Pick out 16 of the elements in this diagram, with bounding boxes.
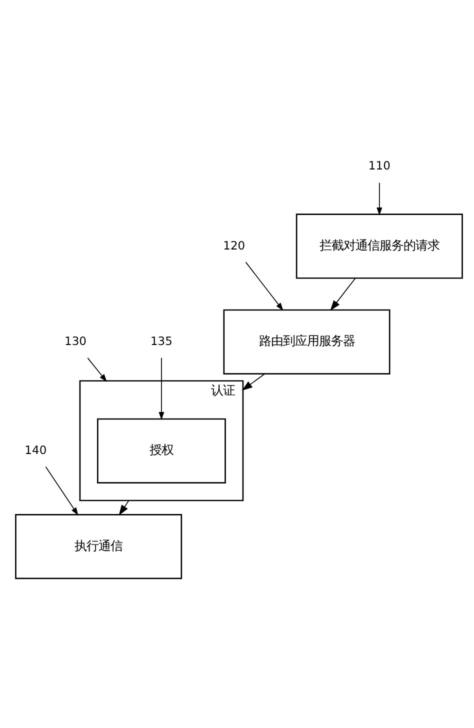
node-box: 授权 (97, 418, 226, 483)
node-box: 执行通信 (15, 514, 182, 579)
arrow (45, 466, 78, 515)
node-text: 135 (150, 333, 172, 348)
node-text: 110 (368, 158, 390, 172)
arrow (330, 277, 356, 310)
arrow (87, 356, 107, 382)
arrow (376, 182, 382, 215)
node-box: 路由到应用服务器 (223, 308, 390, 374)
arrow (158, 356, 164, 420)
node-text: 130 (64, 333, 87, 348)
arrow (242, 373, 265, 390)
node-text: 120 (223, 238, 246, 252)
node-box: 拦截对通信服务的请求 (296, 213, 463, 278)
node-text: 140 (24, 442, 47, 456)
arrow (245, 261, 284, 310)
